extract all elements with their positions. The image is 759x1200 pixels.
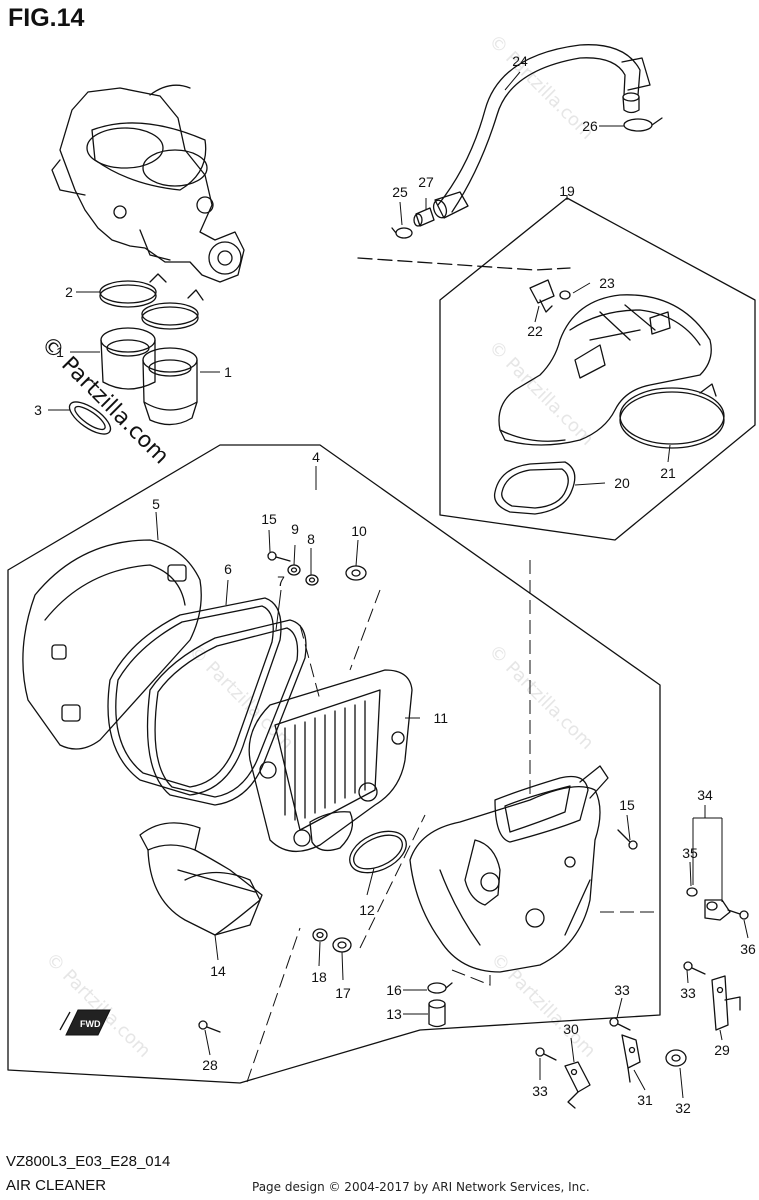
callout-34: 34 (697, 787, 713, 803)
part-30-bracket (564, 1061, 591, 1109)
part-35-washer (686, 887, 698, 897)
callout-13: 13 (386, 1006, 402, 1022)
part-29-bracket (711, 975, 741, 1031)
callout-9: 9 (291, 521, 299, 537)
watermark-3: © Partzilla.com (484, 641, 597, 754)
part-6-gasket (107, 597, 282, 796)
parts-diagram: © Partzilla.com © Partzilla.com © Partzi… (7, 31, 756, 1116)
part-19-duct (498, 294, 712, 446)
part-28-bolt (198, 1020, 221, 1033)
watermarks: © Partzilla.com © Partzilla.com © Partzi… (36, 31, 600, 1062)
callout-6: 6 (224, 561, 232, 577)
part-20-gasket (493, 461, 576, 515)
part-33-bolt-b (609, 1017, 631, 1031)
callout-10: 10 (351, 523, 367, 539)
part-13-cap (428, 999, 446, 1028)
callout-28: 28 (202, 1057, 218, 1073)
part-5-cover (22, 539, 202, 750)
part-12-oring (349, 830, 407, 874)
callout-16: 16 (386, 982, 402, 998)
callout-33-c: 33 (532, 1083, 548, 1099)
figure-name: AIR CLEANER (6, 1177, 107, 1194)
callout-1-right: 1 (224, 364, 232, 380)
callout-33-a: 33 (680, 985, 696, 1001)
callout-35: 35 (682, 845, 698, 861)
callout-19: 19 (559, 183, 575, 199)
part-17-grommet (332, 937, 352, 953)
watermark-4: © Partzilla.com (184, 641, 297, 754)
part-18-collar (312, 928, 328, 942)
callout-15-upper: 15 (261, 511, 277, 527)
callout-12: 12 (359, 902, 375, 918)
callout-5: 5 (152, 496, 160, 512)
part-25-clip (391, 227, 413, 239)
leader-lines (48, 71, 749, 1099)
callout-36: 36 (740, 941, 756, 957)
callout-22: 22 (527, 323, 543, 339)
part-24-hose (432, 44, 651, 219)
part-33-bolt-a (683, 961, 706, 975)
part-4-case (409, 765, 609, 973)
callout-33-b: 33 (614, 982, 630, 998)
callout-15-lower: 15 (619, 797, 635, 813)
part-31-bracket (621, 1034, 641, 1083)
part-26-clip (623, 117, 663, 132)
throttle-body (51, 84, 245, 283)
part-33-bolt-c (535, 1047, 557, 1061)
callout-20: 20 (614, 475, 630, 491)
part-11-element (248, 669, 413, 852)
part-32-grommet (665, 1049, 687, 1067)
callout-18: 18 (311, 969, 327, 985)
part-9-grommet (287, 564, 301, 576)
watermark-5: © Partzilla.com (486, 949, 599, 1062)
part-34-sensor (704, 899, 731, 921)
callout-26: 26 (582, 118, 598, 134)
part-36-screw (727, 909, 749, 920)
leader-box-19 (357, 257, 571, 271)
part-14-funnel (139, 822, 263, 936)
callout-2: 2 (65, 284, 73, 300)
part-27-fitting (413, 207, 435, 227)
part-3-ring (68, 401, 112, 435)
callout-30: 30 (563, 1021, 579, 1037)
callout-3: 3 (34, 402, 42, 418)
part-16-clip (427, 982, 453, 994)
watermark-6: © Partzilla.com (41, 949, 154, 1062)
callout-4: 4 (312, 449, 320, 465)
part-2-clamps (99, 273, 204, 330)
callout-8: 8 (307, 531, 315, 547)
part-10-grommet (345, 565, 367, 581)
fwd-arrow: FWD (59, 1009, 111, 1036)
callout-17: 17 (335, 985, 351, 1001)
part-21-clamp (619, 383, 725, 449)
callout-31: 31 (637, 1092, 653, 1108)
page-credit: Page design © 2004-2017 by ARI Network S… (252, 1180, 590, 1194)
callout-32: 32 (675, 1100, 691, 1116)
part-15-screw-upper (267, 551, 291, 562)
callout-24: 24 (512, 53, 528, 69)
box-4-frame (7, 444, 661, 1084)
watermark-1: © Partzilla.com (484, 31, 597, 144)
part-7-gasket (146, 619, 307, 806)
callout-7: 7 (277, 573, 285, 589)
part-22-fitting (529, 279, 555, 313)
callout-numbers: 1 1 2 3 4 5 6 7 8 9 10 11 12 13 14 15 15… (34, 53, 756, 1116)
callout-29: 29 (714, 1042, 730, 1058)
part-23-clip (559, 290, 571, 300)
callout-25: 25 (392, 184, 408, 200)
callout-11: 11 (433, 710, 448, 726)
part-1-boots (100, 327, 198, 426)
fwd-label: FWD (80, 1019, 101, 1029)
callout-21: 21 (660, 465, 676, 481)
callout-1-left: 1 (56, 344, 64, 360)
figure-code: VZ800L3_E03_E28_014 (6, 1153, 171, 1170)
callout-23: 23 (599, 275, 615, 291)
part-8-washer (305, 574, 319, 586)
figure-title: FIG.14 (8, 4, 85, 32)
callout-14: 14 (210, 963, 226, 979)
callout-27: 27 (418, 174, 434, 190)
part-15-screw-lower (617, 829, 638, 850)
